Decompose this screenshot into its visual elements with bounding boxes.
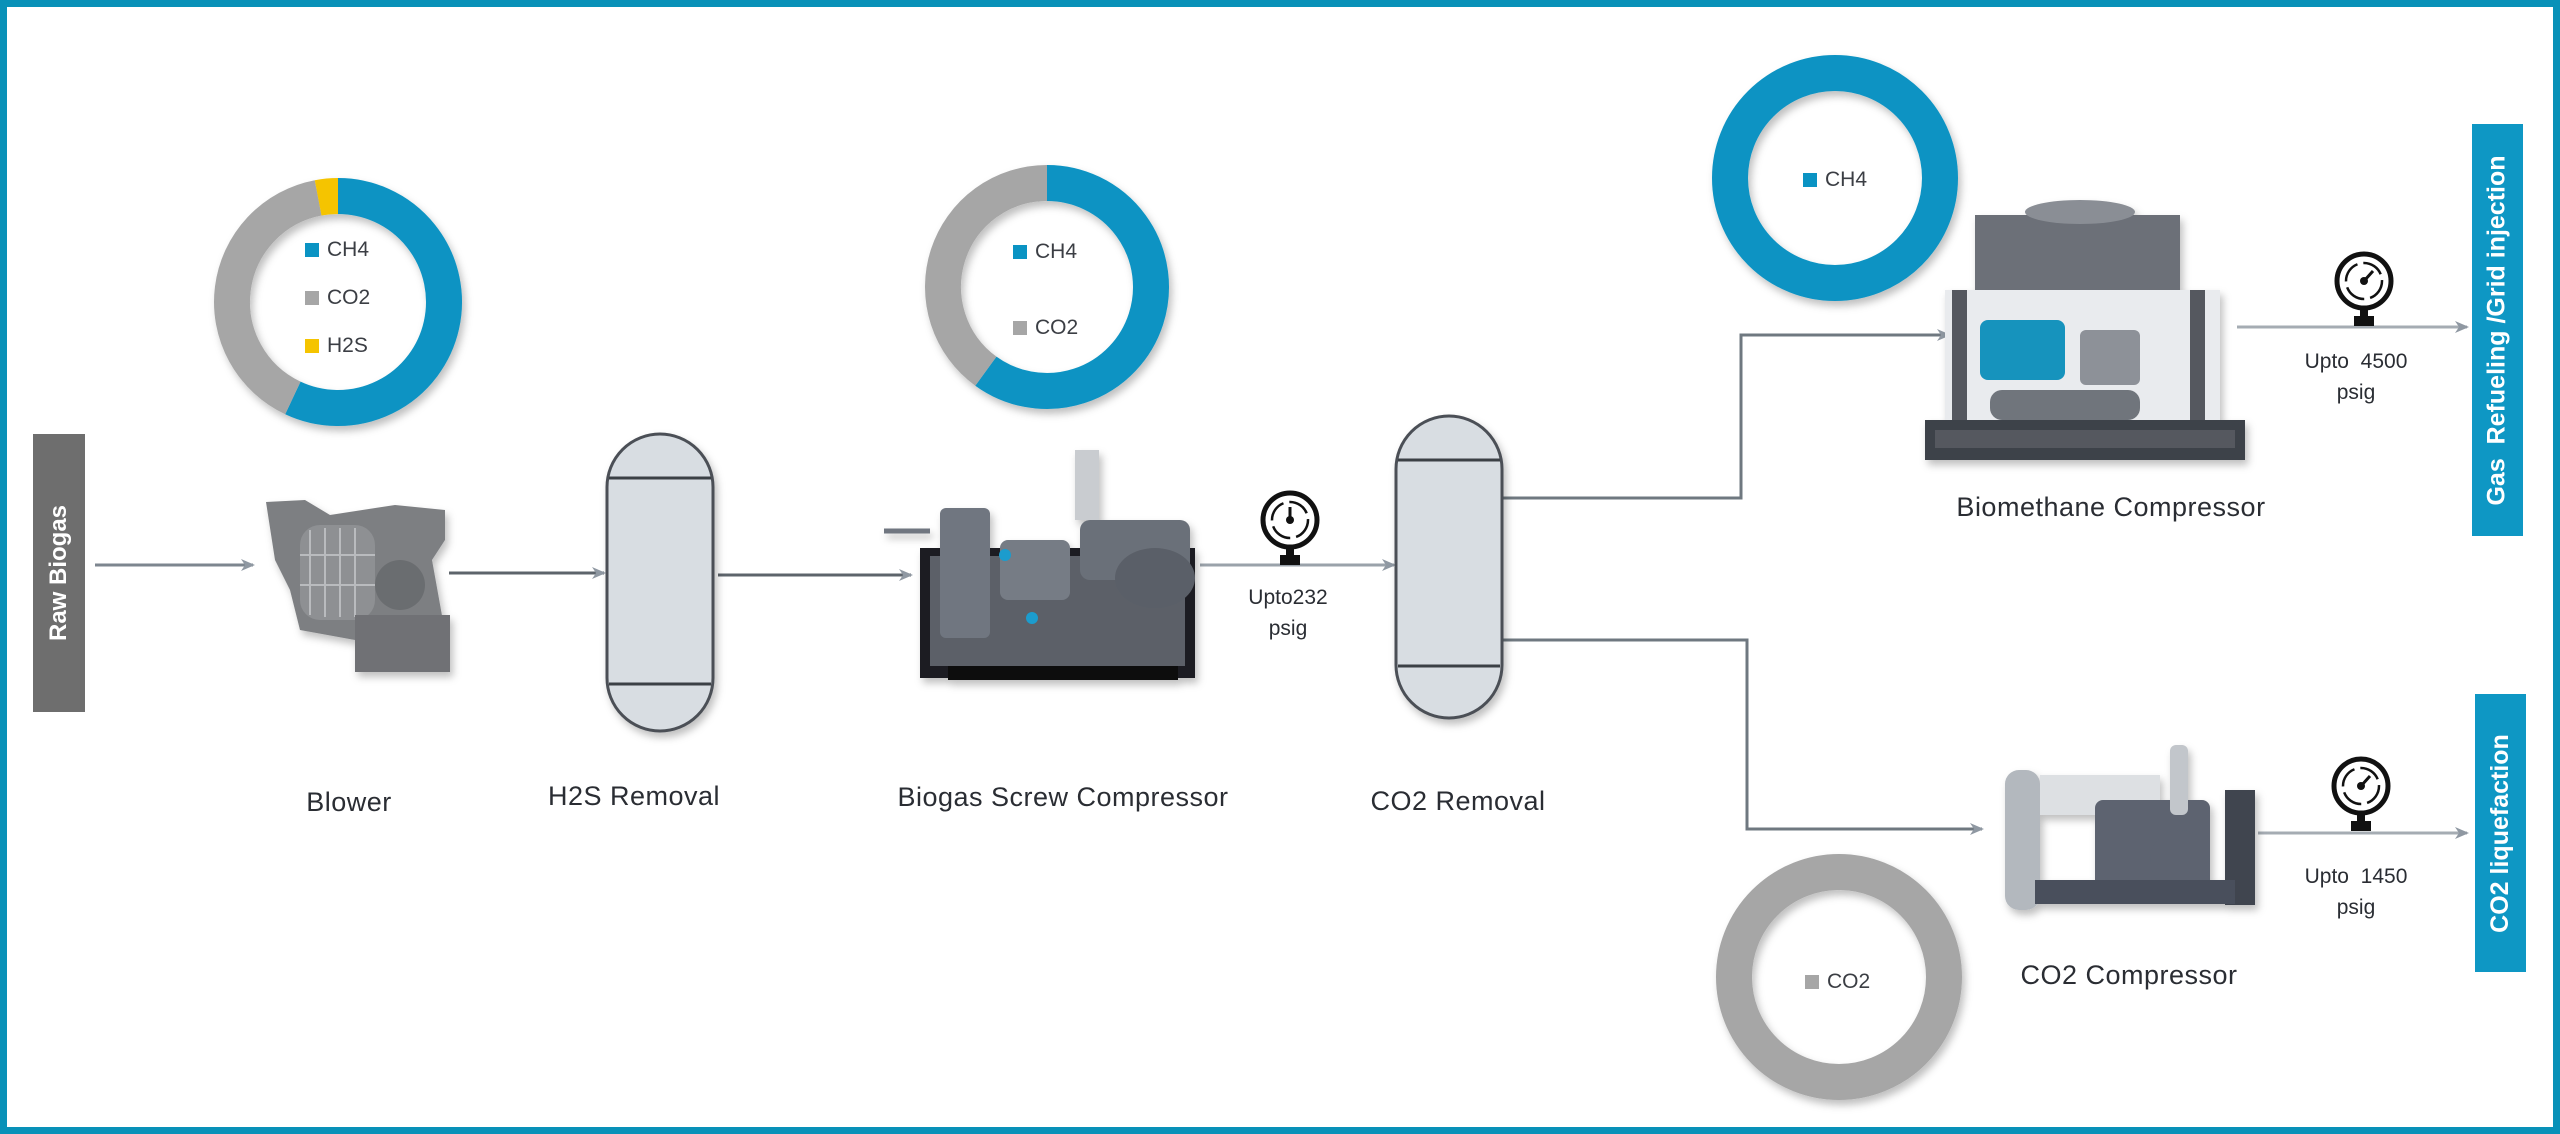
legend-label: H2S: [327, 334, 368, 357]
donut-slice-ch4: [285, 178, 462, 426]
legend-swatch: [305, 243, 319, 257]
legend-swatch: [1803, 173, 1817, 187]
pressure-gauge-icon: [2331, 756, 2391, 831]
legend-label: CO2: [1035, 316, 1079, 339]
donut-slice-co2: [214, 180, 322, 415]
pipe-co2-removal-to-co2-compressor: [1502, 638, 1984, 835]
legend-label: CH4: [1825, 168, 1868, 191]
legend-swatch: [305, 291, 319, 305]
donut-slice-h2s: [314, 178, 339, 216]
co2-removal-vessel: [1394, 414, 1504, 720]
destination-label: CO2 liquefaction: [2486, 733, 2515, 933]
legend-swatch: [1013, 245, 1027, 259]
stage-label-h2s-removal: H2S Removal: [547, 781, 721, 811]
donut-slice-ch4: [1712, 55, 1958, 301]
legend-item-ch4: CH4: [1803, 168, 1867, 192]
biomethane-compressor-illustration: [1925, 200, 2245, 460]
blower-illustration: [266, 500, 450, 672]
pressure-value: Upto 1450: [2304, 865, 2408, 888]
stage-label-co2-compressor: CO2 Compressor: [2020, 960, 2238, 990]
biogas-screw-compressor-illustration: [884, 450, 1195, 680]
destination-grid-injection: Gas Refueling /Grid injection: [2472, 124, 2523, 536]
composition-donut-after-h2s: [925, 165, 1169, 409]
co2-compressor-illustration: [2005, 745, 2255, 910]
stage-label-screw-compressor: Biogas Screw Compressor: [897, 782, 1229, 812]
legend-item-co2: CO2: [1013, 316, 1078, 340]
pressure-unit: psig: [2336, 896, 2376, 919]
legend-item-ch4: CH4: [1013, 240, 1077, 264]
legend-item-h2s: H2S: [305, 334, 368, 358]
stage-label-blower: Blower: [306, 787, 392, 817]
legend-item-co2: CO2: [1805, 970, 1870, 994]
pressure-unit: psig: [1268, 617, 1308, 640]
h2s-removal-vessel: [605, 432, 715, 733]
raw-biogas-source: Raw Biogas: [33, 434, 85, 712]
legend-label: CH4: [1035, 240, 1078, 263]
stage-label-co2-removal: CO2 Removal: [1370, 786, 1546, 816]
pipe-co2-removal-to-biomethane: [1502, 329, 1951, 500]
pressure-value: Upto 4500: [2304, 350, 2408, 373]
donut-slice-co2: [1716, 854, 1962, 1100]
legend-swatch: [1805, 975, 1819, 989]
composition-donut-biomethane: [1712, 55, 1958, 301]
pressure-readout-biomethane: Upto 4500 psig: [2305, 346, 2408, 408]
pressure-gauge-icon: [1260, 490, 1320, 565]
legend-label: CO2: [327, 286, 371, 309]
legend-label: CH4: [327, 238, 370, 261]
legend-item-ch4: CH4: [305, 238, 369, 262]
pressure-readout-co2: Upto 1450 psig: [2305, 861, 2408, 923]
legend-label: CO2: [1827, 970, 1871, 993]
pressure-unit: psig: [2336, 381, 2376, 404]
pressure-value: Upto232: [1248, 586, 1328, 609]
raw-biogas-label: Raw Biogas: [45, 504, 72, 642]
legend-item-co2: CO2: [305, 286, 370, 310]
destination-co2-liquefaction: CO2 liquefaction: [2475, 694, 2526, 972]
donut-slice-ch4: [975, 165, 1169, 409]
legend-swatch: [1013, 321, 1027, 335]
composition-donut-raw: [214, 178, 462, 426]
pressure-readout-screw: Upto232 psig: [1248, 582, 1327, 644]
donut-slice-co2: [925, 165, 1048, 386]
composition-donut-co2: [1716, 854, 1962, 1100]
stage-label-biomethane-compressor: Biomethane Compressor: [1956, 492, 2266, 522]
legend-swatch: [305, 339, 319, 353]
pressure-gauge-icon: [2334, 251, 2394, 326]
destination-label: Gas Refueling /Grid injection: [2483, 154, 2511, 506]
